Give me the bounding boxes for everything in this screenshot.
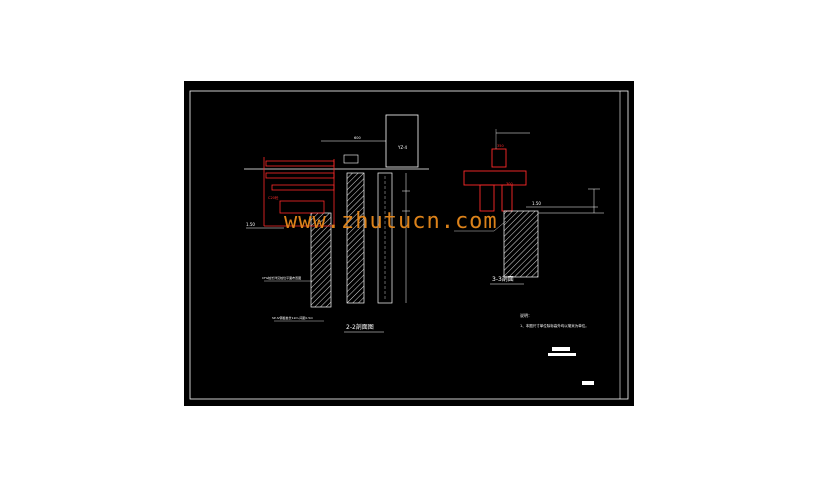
title-block [582,381,594,385]
cad-drawing-canvas: YZ-4 600 1.50 CFG桩长详见桩位平面布置图 SP-IV钢板 [189,90,629,400]
dim-label-350: 350 [497,144,504,148]
section-3-3: 350 300 1.50 3-3剖面 [454,129,604,285]
post-tag: YZ-4 [397,145,408,150]
notes-block: 说明： 1、本图尺寸单位除标高外均以毫米为单位。 [520,312,594,385]
section-2-2: YZ-4 600 1.50 CFG桩长详见桩位平面布置图 SP-IV钢板 [244,114,429,333]
post-yz4 [385,114,419,168]
red-beam-detail [263,157,335,227]
watermark-text: www.zhutucn.com [284,209,498,234]
notes-line-1: 1、本图尺寸单位除标高外均以毫米为单位。 [520,323,589,328]
cad-drawing-sheet: YZ-4 600 1.50 CFG桩长详见桩位平面布置图 SP-IV钢板 [184,81,634,406]
dim-label-600: 600 [354,136,361,140]
steel-sheet-pile [346,172,365,304]
red-beam-label: C20砼 [268,195,279,200]
pile-label-2: SP-IV钢板桩长12m,间距0.5m [272,315,313,320]
notes-title: 说明： [520,312,532,318]
section-2-2-title: 2-2剖面图 [346,323,374,331]
pile-label-1: CFG桩长详见桩位平面布置图 [262,275,301,280]
elevation-right: 1.50 [532,201,541,206]
elevation-left: 1.50 [246,222,255,227]
retaining-pile-right [503,210,539,278]
section-3-3-title: 3-3剖面 [492,275,514,283]
drawing-border [189,90,629,400]
dim-label-300: 300 [506,182,513,186]
cfg-pile [377,172,393,304]
red-cap-detail [463,148,527,212]
